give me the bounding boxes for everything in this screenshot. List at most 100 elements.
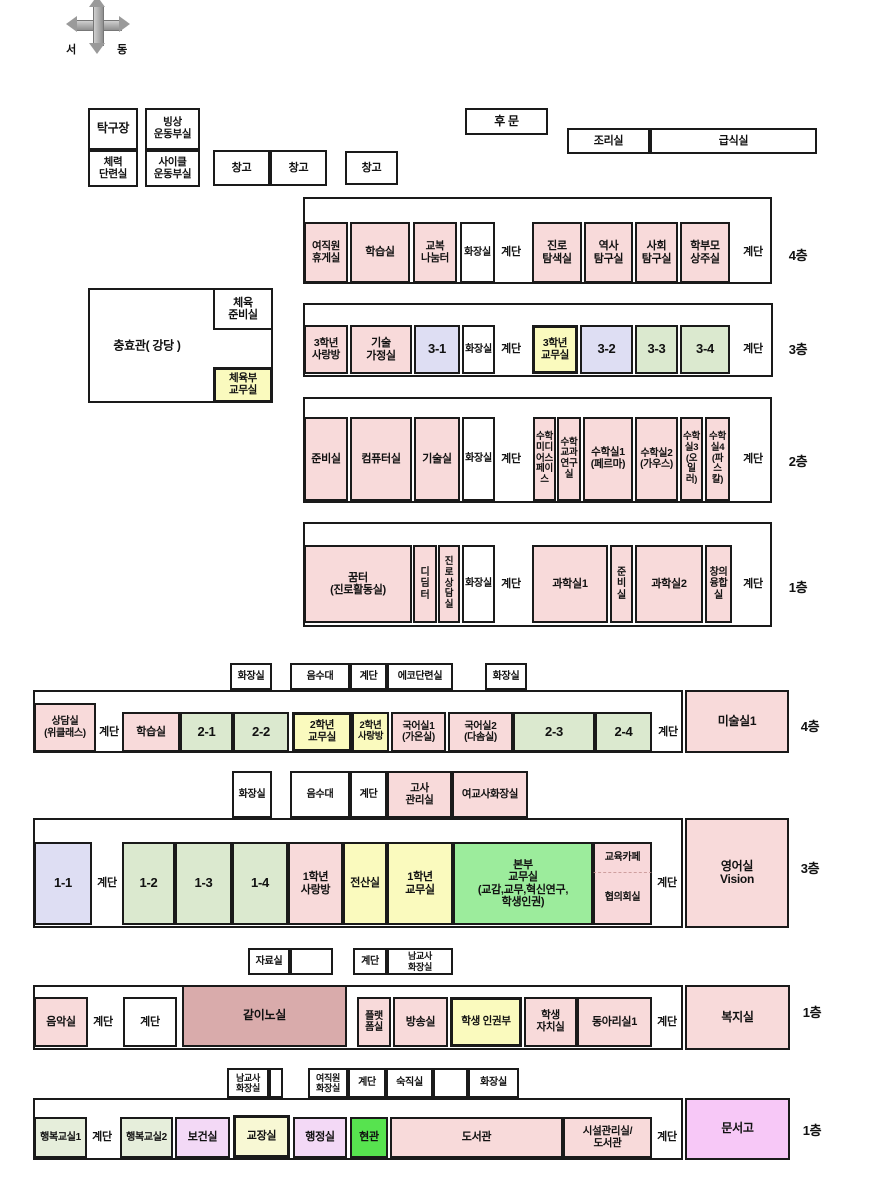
room-box: 급식실 bbox=[650, 128, 817, 154]
room-box: 2-1 bbox=[180, 712, 233, 752]
room-box: 1학년 사랑방 bbox=[288, 842, 343, 925]
room-box: 동아리실1 bbox=[577, 997, 652, 1047]
room-box: 화장실 bbox=[462, 417, 495, 501]
room-box: 컴퓨터실 bbox=[350, 417, 412, 501]
floor-label: 3층 bbox=[800, 860, 820, 876]
room-box: 3학년 사랑방 bbox=[304, 325, 348, 374]
room-box: 꿈터 (진로활동실) bbox=[304, 545, 412, 623]
room-box: 창고 bbox=[213, 150, 270, 186]
room-box: 디 딤 터 bbox=[413, 545, 437, 623]
room-box: 계단 bbox=[350, 663, 387, 690]
room-box: 음수대 bbox=[290, 663, 350, 690]
room-box: 플랫 폼실 bbox=[357, 997, 391, 1047]
room-box: 수학 교과 연구 실 bbox=[557, 417, 581, 501]
room-box: 교육카페 bbox=[593, 842, 652, 873]
room-box: 여직원 화장실 bbox=[308, 1068, 348, 1098]
stairs-label: 계단 bbox=[501, 342, 521, 355]
stairs-label: 계단 bbox=[501, 577, 521, 590]
room-box: 영어실 Vision bbox=[685, 818, 789, 928]
floor-label: 3층 bbox=[788, 341, 808, 357]
room-box: 1-1 bbox=[34, 842, 92, 925]
stairs-label: 계단 bbox=[92, 1130, 112, 1143]
room-box: 본부 교무실 (교감,교무,혁신연구, 학생인권) bbox=[453, 842, 593, 925]
room-box: 빙상 운동부실 bbox=[145, 108, 200, 150]
stairs-label: 계단 bbox=[743, 245, 763, 258]
room-box: 화장실 bbox=[462, 325, 495, 374]
floor-label: 2층 bbox=[788, 453, 808, 469]
stairs-label: 계단 bbox=[743, 577, 763, 590]
room-box: 2-2 bbox=[233, 712, 289, 752]
room-box: 3-3 bbox=[635, 325, 678, 374]
room-box: 복지실 bbox=[685, 985, 790, 1050]
room-box: 교장실 bbox=[233, 1115, 290, 1158]
room-box: 3-2 bbox=[580, 325, 633, 374]
room-box: 화장실 bbox=[230, 663, 272, 690]
room-box: 2학년 교무실 bbox=[292, 712, 352, 752]
room-box: 학생 자치실 bbox=[524, 997, 577, 1047]
floor-label: 1층 bbox=[802, 1122, 822, 1138]
room-box: 여교사화장실 bbox=[452, 771, 528, 818]
floor-label: 4층 bbox=[788, 247, 808, 263]
stairs-label: 계단 bbox=[501, 452, 521, 465]
stairs-label: 계단 bbox=[658, 725, 678, 738]
room-box: 1-2 bbox=[122, 842, 175, 925]
room-box: 수학 실3 (오일 러) bbox=[680, 417, 703, 501]
room-box: 같이노실 bbox=[182, 985, 347, 1047]
room-box: 창고 bbox=[345, 151, 398, 185]
room-box: 사회 탐구실 bbox=[635, 222, 678, 283]
room-box: 상담실 (위클래스) bbox=[34, 703, 96, 752]
room-box: 창고 bbox=[270, 150, 327, 186]
room-box: 2-3 bbox=[513, 712, 595, 752]
room-box: 미술실1 bbox=[685, 690, 789, 753]
room-box: 화장실 bbox=[462, 545, 495, 623]
room-box: 1학년 교무실 bbox=[387, 842, 453, 925]
room-box: 과학실1 bbox=[532, 545, 608, 623]
room-box: 진로 탐색실 bbox=[532, 222, 582, 283]
compass-north-arrow bbox=[89, 0, 105, 7]
room-box: 행복교실2 bbox=[120, 1117, 173, 1158]
compass-west-label: 서 bbox=[66, 43, 76, 56]
compass-east-label: 동 bbox=[117, 43, 127, 56]
room-box: 화장실 bbox=[232, 771, 272, 818]
room-box: 여직원 휴게실 bbox=[304, 222, 348, 283]
stairs-label: 계단 bbox=[657, 876, 677, 889]
room-box: 음악실 bbox=[34, 997, 88, 1047]
stairs-label: 계단 bbox=[97, 876, 117, 889]
room-box: 도서관 bbox=[390, 1117, 563, 1158]
stairs-label: 계단 bbox=[743, 342, 763, 355]
room-box: 교복 나눔터 bbox=[413, 222, 457, 283]
room-box: 화장실 bbox=[468, 1068, 519, 1098]
room-box: 남교사 화장실 bbox=[387, 948, 453, 975]
room-box: 진로 상담 실 bbox=[438, 545, 460, 623]
room-box: 보건실 bbox=[175, 1117, 230, 1158]
room-box: 준 비 실 bbox=[610, 545, 633, 623]
room-box: 계단 bbox=[350, 771, 387, 818]
room-box: 후 문 bbox=[465, 108, 548, 135]
room-box: 기술실 bbox=[414, 417, 460, 501]
room-box: 전산실 bbox=[343, 842, 387, 925]
compass-south-arrow bbox=[89, 43, 105, 54]
room-box: 사이클 운동부실 bbox=[145, 150, 200, 187]
room-box: 탁구장 bbox=[88, 108, 138, 150]
room-box: 3-1 bbox=[414, 325, 460, 374]
room-box: 시설관리실/ 도서관 bbox=[563, 1117, 652, 1158]
room-box: 2-4 bbox=[595, 712, 652, 752]
compass-west-arrow bbox=[66, 16, 77, 32]
room-box: 체력 단련실 bbox=[88, 150, 138, 187]
room-box: 기술 가정실 bbox=[350, 325, 412, 374]
stairs-label: 계단 bbox=[743, 452, 763, 465]
room-box: 화장실 bbox=[460, 222, 495, 283]
room-box: 3학년 교무실 bbox=[532, 325, 578, 374]
floor-label: 4층 bbox=[800, 718, 820, 734]
room-box: 자료실 bbox=[248, 948, 290, 975]
room-box: 3-4 bbox=[680, 325, 730, 374]
room-box: 준비실 bbox=[304, 417, 348, 501]
room-box: 수학 미디 어스 페이 스 bbox=[533, 417, 556, 501]
room-box: 학부모 상주실 bbox=[680, 222, 730, 283]
room-box: 계단 bbox=[353, 948, 387, 975]
stairs-label: 계단 bbox=[99, 725, 119, 738]
room-box: 2학년 사랑방 bbox=[352, 712, 389, 752]
hall-name-label: 충효관( 강당 ) bbox=[113, 338, 181, 353]
room-box bbox=[433, 1068, 468, 1098]
compass-east-arrow bbox=[119, 16, 130, 32]
